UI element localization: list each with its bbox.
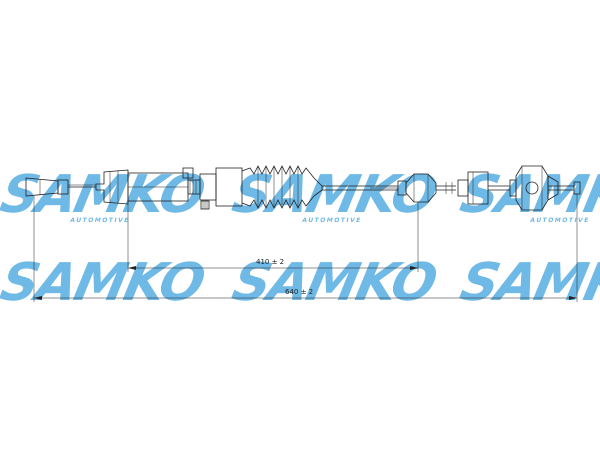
watermark-logo-6: SAMKO (455, 253, 600, 313)
watermark-brand-text: SAMKO (0, 253, 209, 313)
dimension-inner: 410 ± 2 (128, 258, 418, 270)
cable-run (322, 185, 398, 191)
middle-grommet (397, 173, 456, 203)
extension-lines (33, 194, 578, 302)
dimension-overall: 640 ± 2 (34, 288, 577, 300)
watermark-brand-text: SAMKO (227, 253, 441, 313)
watermark-subtitle-text: AUTOMOTIVE (301, 217, 362, 224)
watermark-logo-3: SAMKO AUTOMOTIVE (455, 165, 600, 225)
watermark-logo-1: SAMKO AUTOMOTIVE (0, 165, 209, 225)
watermark-brand-text: SAMKO (455, 165, 600, 225)
right-sleeve (457, 171, 510, 205)
watermark-brand-text: SAMKO (455, 253, 600, 313)
right-end-fitting (509, 165, 581, 211)
dimension-inner-label: 410 ± 2 (256, 258, 284, 266)
watermark-subtitle-text: AUTOMOTIVE (69, 217, 130, 224)
outer-sleeve-adjuster (95, 167, 243, 210)
watermark-logo-4: SAMKO (0, 253, 209, 313)
watermark-logo-5: SAMKO (227, 253, 441, 313)
left-end-fitting (25, 177, 96, 197)
watermark-brand-text: SAMKO (0, 165, 209, 225)
rubber-bellows (241, 165, 323, 209)
watermark-subtitle-text: AUTOMOTIVE (529, 217, 590, 224)
watermark-brand-text: SAMKO (227, 165, 441, 225)
watermark-logo-2: SAMKO AUTOMOTIVE (227, 165, 441, 225)
dimension-overall-label: 640 ± 2 (285, 288, 313, 296)
